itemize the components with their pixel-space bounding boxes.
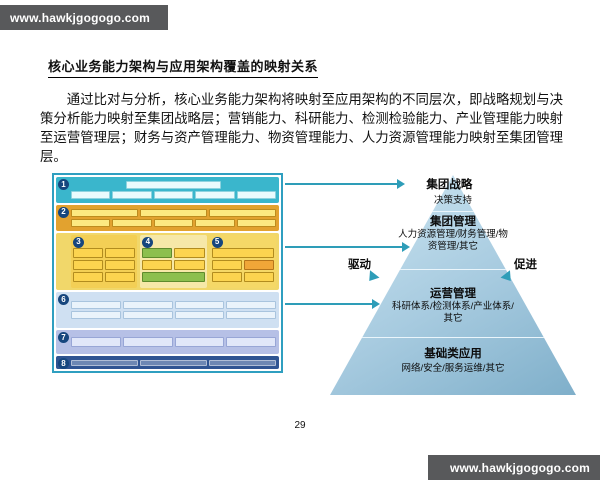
layer-2-modules bbox=[71, 208, 277, 227]
module-box bbox=[105, 247, 136, 258]
module-box bbox=[105, 259, 136, 270]
promote-label: 促进 bbox=[514, 259, 537, 271]
module-box bbox=[71, 218, 111, 227]
module-box bbox=[71, 301, 121, 310]
module-box bbox=[174, 301, 225, 310]
mapping-diagram: 1 2 bbox=[0, 170, 600, 415]
module-box bbox=[142, 271, 205, 282]
layer-7-badge: 7 bbox=[58, 332, 69, 344]
module-box bbox=[243, 271, 274, 282]
module-box bbox=[73, 259, 104, 270]
module-box bbox=[71, 337, 121, 348]
module-box bbox=[226, 311, 276, 320]
module-box bbox=[153, 190, 194, 199]
page-number: 29 bbox=[294, 420, 306, 431]
pyramid-divider bbox=[330, 337, 576, 338]
module-box bbox=[236, 218, 277, 227]
module-box bbox=[153, 218, 194, 227]
layer-5-badge: 5 bbox=[211, 236, 223, 248]
module-box bbox=[105, 271, 136, 282]
pyramid-level-3-subtitle: 科研体系/检测体系/产业体系/其它 bbox=[392, 301, 514, 324]
top-watermark-banner: www.hawkjgogogo.com bbox=[0, 5, 168, 30]
pyramid-divider bbox=[330, 269, 576, 270]
layer-4-badge: 4 bbox=[142, 236, 154, 248]
module-box bbox=[174, 247, 205, 258]
layer-3-badge: 3 bbox=[73, 236, 84, 248]
pyramid-level-1-title: 集团战略 bbox=[426, 179, 473, 191]
layer-7-modules bbox=[71, 337, 276, 348]
arrow-to-group-strategy bbox=[285, 179, 405, 189]
module-box bbox=[236, 190, 277, 199]
pyramid-level-4-title: 基础类应用 bbox=[424, 348, 482, 360]
pyramid-divider bbox=[330, 211, 576, 212]
layer-6-modules bbox=[71, 301, 276, 320]
module-box bbox=[195, 218, 235, 227]
module-box bbox=[174, 337, 225, 348]
layer-8-badge: 8 bbox=[58, 358, 69, 370]
layer-row-6: 6 bbox=[56, 292, 279, 329]
module-box bbox=[226, 337, 276, 348]
layer-6-badge: 6 bbox=[58, 294, 69, 306]
module-box bbox=[211, 247, 274, 258]
module-box bbox=[209, 359, 276, 366]
pyramid-level-4-subtitle: 网络/安全/服务运维/其它 bbox=[401, 363, 505, 374]
pyramid-level-2-title: 集团管理 bbox=[430, 216, 476, 228]
layer-3-group: 3 bbox=[71, 234, 138, 289]
module-box bbox=[71, 359, 138, 366]
module-box bbox=[71, 208, 138, 217]
module-box bbox=[174, 259, 205, 270]
module-box bbox=[71, 311, 121, 320]
arrow-to-operations-management bbox=[285, 299, 380, 309]
pyramid-level-3-title: 运营管理 bbox=[430, 288, 476, 300]
capability-architecture-block: 1 2 bbox=[52, 173, 283, 373]
module-box bbox=[226, 301, 276, 310]
arrow-to-group-management bbox=[285, 242, 410, 252]
layer-4-group: 4 bbox=[140, 234, 207, 289]
module-box bbox=[122, 337, 173, 348]
layer-8-modules bbox=[71, 359, 276, 366]
layer-2-badge: 2 bbox=[58, 206, 69, 218]
application-architecture-pyramid: 集团战略 决策支持 集团管理 人力资源管理/财务管理/物资管理/其它 运营管理 … bbox=[330, 175, 576, 395]
module-box bbox=[112, 190, 152, 199]
layer-1-badge: 1 bbox=[58, 179, 69, 190]
layer-1-modules bbox=[71, 180, 277, 199]
pyramid-level-2-subtitle: 人力资源管理/财务管理/物资管理/其它 bbox=[398, 229, 508, 252]
module-box bbox=[195, 190, 235, 199]
layer-row-8: 8 bbox=[56, 356, 279, 370]
module-box bbox=[142, 259, 173, 270]
module-box bbox=[126, 180, 221, 189]
module-box bbox=[174, 311, 225, 320]
top-watermark-text: www.hawkjgogogo.com bbox=[10, 10, 151, 25]
module-box bbox=[112, 218, 152, 227]
layer-5-group: 5 bbox=[209, 234, 276, 289]
module-box bbox=[122, 301, 173, 310]
module-box bbox=[73, 271, 104, 282]
layer-row-3-4-5: 3 4 5 bbox=[56, 232, 279, 291]
body-paragraph: 通过比对与分析，核心业务能力架构将映射至应用架构的不同层次，即战略规划与决策分析… bbox=[40, 92, 563, 164]
module-box bbox=[140, 208, 207, 217]
module-box bbox=[122, 311, 173, 320]
layer-row-7: 7 bbox=[56, 330, 279, 355]
module-box bbox=[243, 259, 274, 270]
module-box bbox=[71, 190, 111, 199]
page-title: 核心业务能力架构与应用架构覆盖的映射关系 bbox=[48, 56, 319, 78]
drive-label: 驱动 bbox=[348, 259, 371, 271]
module-box bbox=[211, 259, 242, 270]
layer-row-2: 2 bbox=[56, 204, 279, 231]
pyramid-level-1-subtitle: 决策支持 bbox=[433, 195, 473, 206]
module-box bbox=[140, 359, 207, 366]
module-box bbox=[209, 208, 276, 217]
bottom-watermark-text: www.hawkjgogogo.com bbox=[449, 460, 590, 475]
module-box bbox=[142, 247, 173, 258]
module-box bbox=[73, 247, 104, 258]
bottom-watermark-banner: www.hawkjgogogo.com bbox=[428, 455, 600, 480]
layer-row-1: 1 bbox=[56, 177, 279, 203]
module-box bbox=[211, 271, 242, 282]
